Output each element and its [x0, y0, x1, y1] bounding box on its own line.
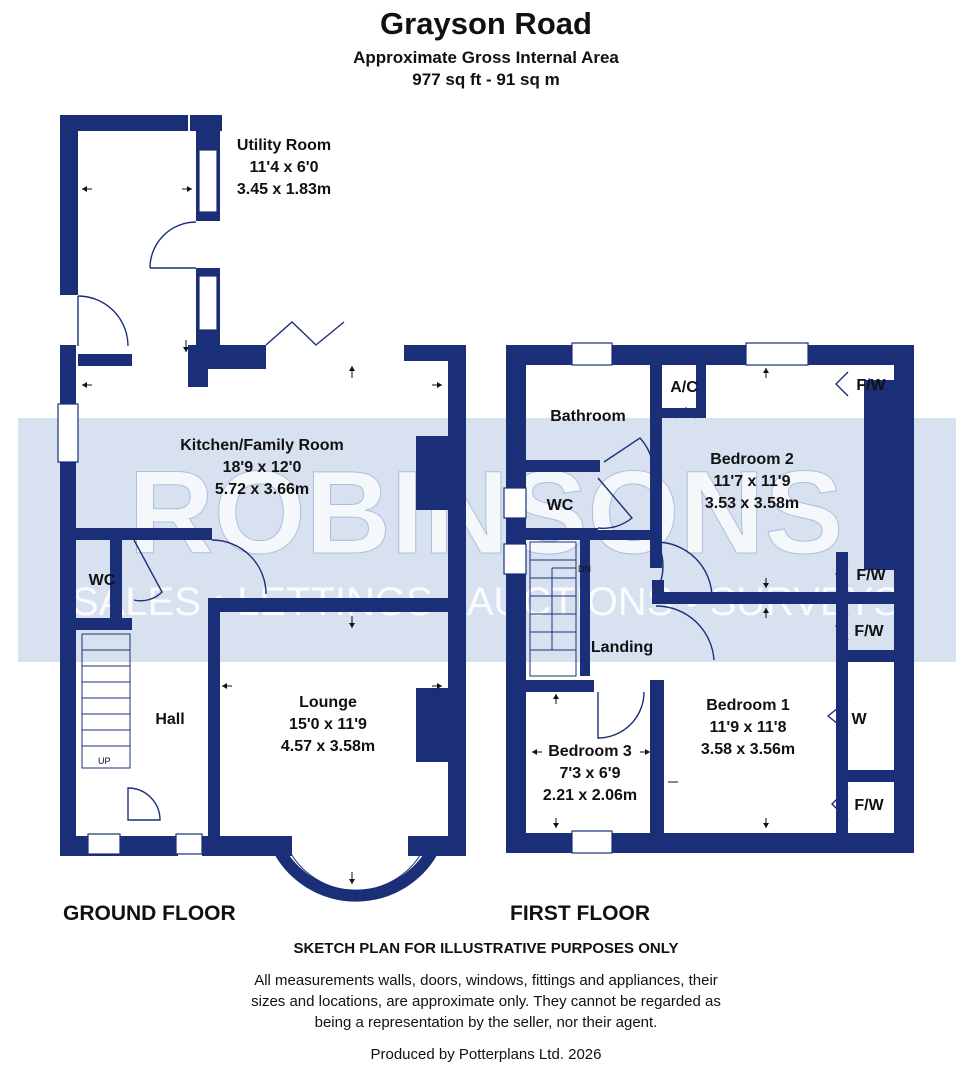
watermark: ROBINSONS SALES • LETTINGS • AUCTIONS • … — [18, 418, 956, 662]
bedroom3-name: Bedroom 3 — [548, 743, 632, 760]
producer-credit: Produced by Potterplans Ltd. 2026 — [370, 1046, 602, 1063]
watermark-brand: ROBINSONS — [129, 447, 844, 579]
utility-room-imperial: 11'4 x 6'0 — [249, 159, 318, 176]
ground-floor-label: GROUND FLOOR — [63, 902, 236, 925]
first-wc-name: WC — [547, 497, 574, 514]
plan-title: Grayson Road — [380, 6, 592, 41]
bedroom2-imperial: 11'7 x 11'9 — [713, 473, 790, 490]
doors — [77, 221, 849, 821]
area-value: 977 sq ft - 91 sq m — [412, 70, 560, 89]
bathroom-name: Bathroom — [550, 408, 626, 425]
bedroom1-imperial: 11'9 x 11'8 — [709, 719, 786, 736]
windows — [57, 149, 809, 855]
arrow-heads — [82, 186, 769, 884]
bedroom1-metric: 3.58 x 3.56m — [701, 741, 795, 758]
utility-room-metric: 3.45 x 1.83m — [237, 181, 331, 198]
bedroom2-name: Bedroom 2 — [710, 451, 794, 468]
ac-cupboard-name: A/C — [670, 379, 698, 396]
bedroom2-metric: 3.53 x 3.58m — [705, 495, 799, 512]
kitchen-imperial: 18'9 x 12'0 — [223, 459, 302, 476]
lounge-metric: 4.57 x 3.58m — [281, 738, 375, 755]
kitchen-name: Kitchen/Family Room — [180, 437, 344, 454]
fitted-wardrobe-4: F/W — [854, 797, 884, 814]
first-stairs — [529, 541, 577, 677]
kitchen-metric: 5.72 x 3.66m — [215, 481, 309, 498]
walls — [60, 115, 914, 856]
stairs-down-label: DN — [578, 564, 591, 574]
lounge-imperial: 15'0 x 11'9 — [289, 716, 367, 733]
lounge-name: Lounge — [299, 694, 357, 711]
ground-stairs — [81, 633, 131, 769]
bay-window — [274, 848, 438, 902]
wardrobe: W — [851, 711, 867, 728]
area-label: Approximate Gross Internal Area — [353, 48, 619, 67]
ground-wc-name: WC — [89, 572, 116, 589]
fitted-wardrobe-2: F/W — [856, 567, 886, 584]
landing-name: Landing — [591, 639, 653, 656]
fitted-wardrobe-3: F/W — [854, 623, 884, 640]
hall-name: Hall — [155, 711, 184, 728]
bedroom3-imperial: 7'3 x 6'9 — [560, 765, 621, 782]
bedroom1-name: Bedroom 1 — [706, 697, 790, 714]
first-floor-label: FIRST FLOOR — [510, 902, 650, 925]
fitted-wardrobe-1: F/W — [856, 377, 886, 394]
bedroom3-metric: 2.21 x 2.06m — [543, 787, 637, 804]
disclaimer-title: SKETCH PLAN FOR ILLUSTRATIVE PURPOSES ON… — [293, 940, 679, 957]
disclaimer-body: All measurements walls, doors, windows, … — [251, 972, 721, 1031]
utility-room-name: Utility Room — [237, 137, 331, 154]
stairs-up-label: UP — [98, 756, 111, 766]
